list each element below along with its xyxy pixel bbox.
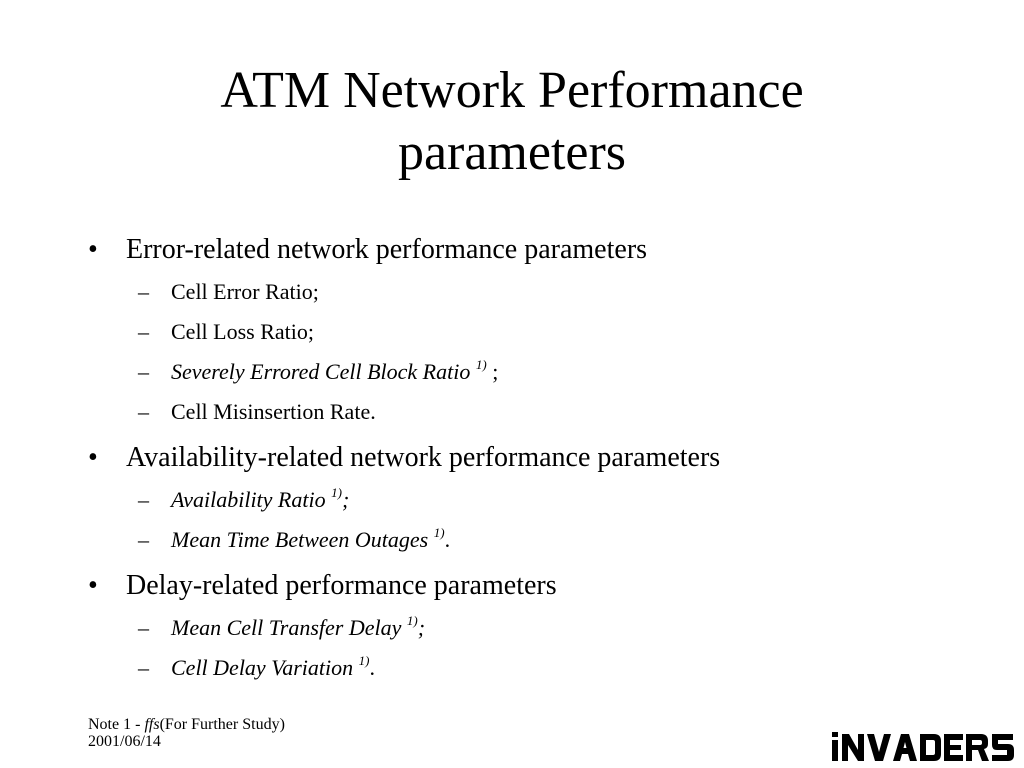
footnote-suffix: (For Further Study) <box>159 716 285 733</box>
dash-icon: – <box>138 527 149 552</box>
sub-item-tail: . <box>444 527 451 552</box>
dash-icon: – <box>138 399 149 424</box>
dash-icon: – <box>138 615 149 640</box>
footnote-marker: 1) <box>475 356 487 372</box>
footnote-prefix: Note 1 - <box>88 716 145 733</box>
sub-item-mean-cell-transfer-delay: – Mean Cell Transfer Delay 1); <box>88 614 988 642</box>
slide-title-line-2: parameters <box>397 124 627 181</box>
sub-item-cell-loss-ratio: – Cell Loss Ratio; <box>88 318 988 346</box>
sub-item-tail: ; <box>341 487 350 512</box>
footnote-marker: 1) <box>331 484 342 500</box>
sub-item-text: Cell Error Ratio; <box>171 279 319 304</box>
bullet-heading: Availability-related network performance… <box>126 442 721 473</box>
bullet-icon: • <box>88 234 98 265</box>
sub-item-cell-error-ratio: – Cell Error Ratio; <box>88 278 988 306</box>
sub-item-mean-time-between-outages: – Mean Time Between Outages 1). <box>88 526 988 554</box>
dash-icon: – <box>138 487 149 512</box>
footnote-marker: 1) <box>406 612 418 628</box>
slide-body: • Error-related network performance para… <box>88 228 988 682</box>
sub-item-severely-errored-cell-block-ratio: – Severely Errored Cell Block Ratio 1) ; <box>88 358 988 386</box>
sub-item-tail: ; <box>486 359 499 384</box>
slide-title: ATM Network Performance parameters <box>0 60 1024 184</box>
sub-item-tail: . <box>369 655 375 680</box>
sub-item-text: Cell Delay Variation <box>171 655 354 680</box>
sub-item-text: Mean Time Between Outages <box>171 527 429 552</box>
dash-icon: – <box>138 319 149 344</box>
sub-item-tail: ; <box>417 615 426 640</box>
sub-item-text: Severely Errored Cell Block Ratio <box>171 359 471 384</box>
bullet-availability-related: • Availability-related network performan… <box>88 440 988 476</box>
bullet-error-related: • Error-related network performance para… <box>88 232 988 268</box>
sub-item-text: Cell Misinsertion Rate. <box>171 399 376 424</box>
sub-item-cell-misinsertion-rate: – Cell Misinsertion Rate. <box>88 398 988 426</box>
dash-icon: – <box>138 279 149 304</box>
invaders-logo <box>832 732 1014 761</box>
footnote-marker: 1) <box>433 524 445 540</box>
sub-item-availability-ratio: – Availability Ratio 1); <box>88 486 988 514</box>
sub-item-text: Mean Cell Transfer Delay <box>171 615 402 640</box>
footnote: Note 1 - ffs(For Further Study) <box>88 716 285 733</box>
dash-icon: – <box>138 359 149 384</box>
footnote-marker: 1) <box>358 652 370 668</box>
slide-date: 2001/06/14 <box>88 733 161 750</box>
bullet-delay-related: • Delay-related performance parameters <box>88 568 988 604</box>
dash-icon: – <box>138 655 149 680</box>
slide-title-line-1: ATM Network Performance <box>220 62 804 119</box>
bullet-heading: Delay-related performance parameters <box>126 570 557 601</box>
sub-item-cell-delay-variation: – Cell Delay Variation 1). <box>88 654 988 682</box>
bullet-icon: • <box>88 570 98 601</box>
bullet-heading: Error-related network performance parame… <box>126 234 648 265</box>
sub-item-text: Availability Ratio <box>171 487 326 512</box>
sub-item-text: Cell Loss Ratio; <box>171 319 314 344</box>
footnote-ffs: ffs <box>144 716 160 733</box>
bullet-icon: • <box>88 442 98 473</box>
slide-footer: Note 1 - ffs(For Further Study) 2001/06/… <box>88 716 285 750</box>
